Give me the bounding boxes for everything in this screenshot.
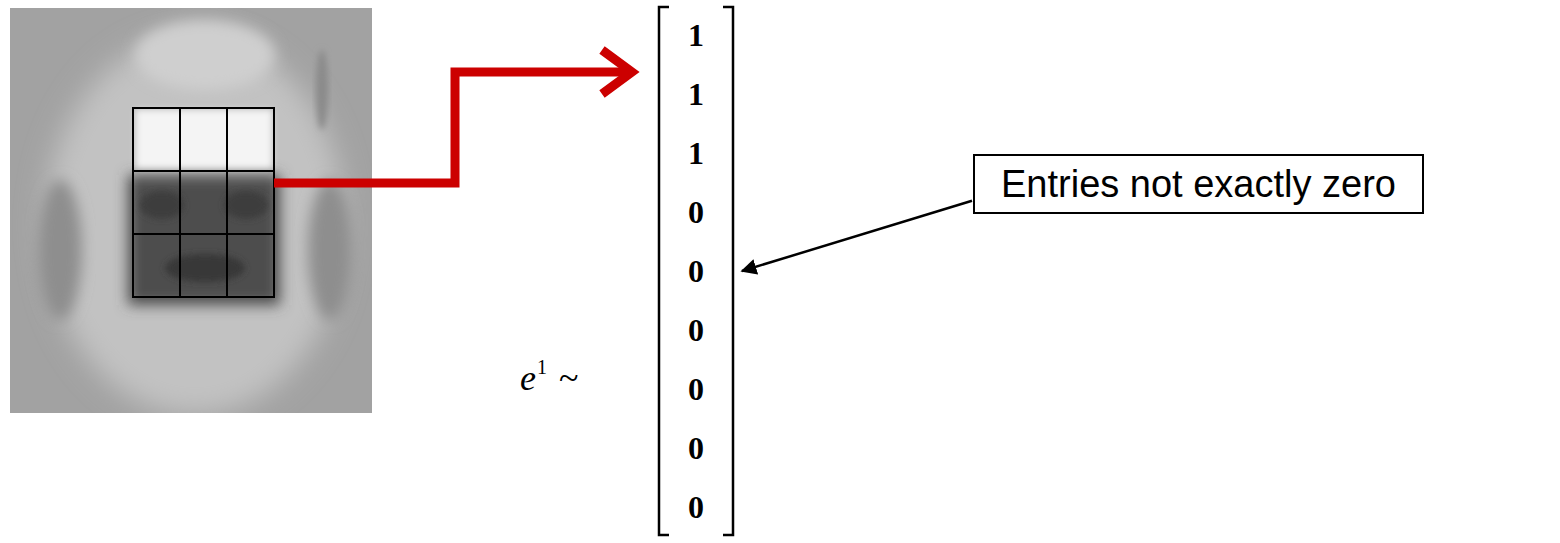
- vector-entry: 1: [655, 15, 737, 55]
- vector-entry: 1: [655, 74, 737, 114]
- vector-entry: 0: [655, 310, 737, 350]
- vector-entry: 1: [655, 133, 737, 173]
- grid-overlay: [133, 108, 274, 297]
- vector-symbol: e: [520, 358, 536, 398]
- vector-entry: 0: [655, 487, 737, 527]
- red-arrow: [274, 50, 632, 183]
- left-bracket: [659, 7, 669, 535]
- vector-entry: 0: [655, 369, 737, 409]
- vector-entry: 0: [655, 192, 737, 232]
- callout-arrow: [742, 201, 972, 271]
- right-bracket: [723, 7, 733, 535]
- face-image: [10, 8, 372, 413]
- vector-label: e1 ~: [520, 356, 578, 399]
- vector-entry: 0: [655, 251, 737, 291]
- column-vector: 1 1 1 0 0 0 0 0 0: [655, 5, 737, 537]
- callout-text: Entries not exactly zero: [1001, 162, 1396, 206]
- vector-entry: 0: [655, 428, 737, 468]
- callout-box: Entries not exactly zero: [973, 154, 1424, 214]
- similarity-sign: ~: [559, 358, 578, 398]
- vector-index: 1: [537, 356, 547, 378]
